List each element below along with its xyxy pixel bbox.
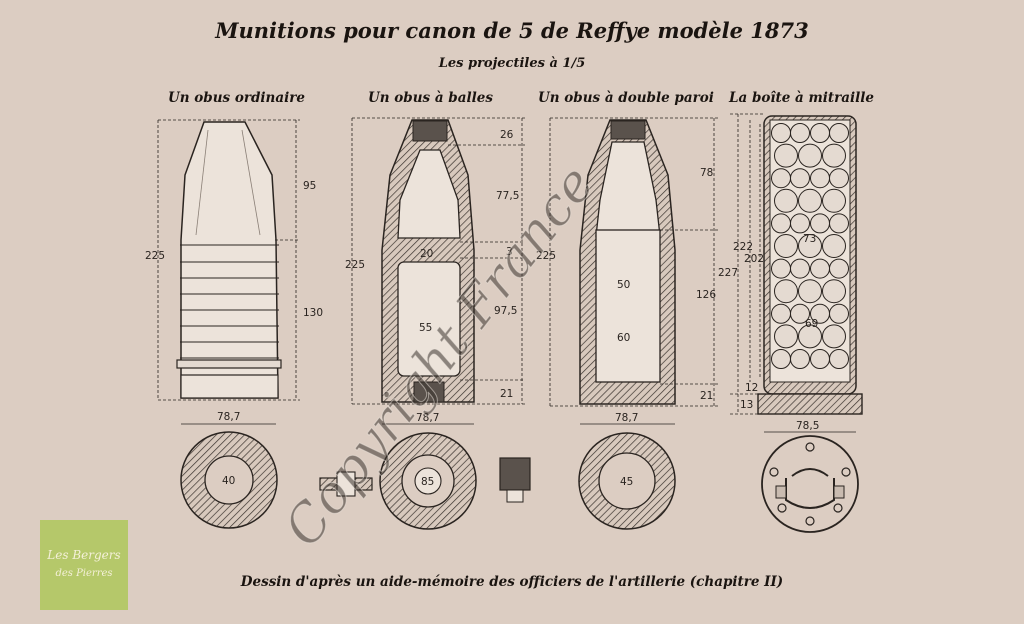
dim-balles-e: 21 [500,388,513,400]
canister-ball [774,279,798,304]
canister-ball [810,258,830,279]
canister-balls [771,123,849,369]
column-label-balles: Un obus à balles [368,90,493,106]
canister-ball [810,123,830,143]
dim-mitraille-n2: 69 [805,318,818,330]
column-label-double-paroi: Un obus à double paroi [538,90,714,106]
dim-balles-a: 26 [500,129,514,141]
column-label-mitraille: La boîte à mitraille [729,90,874,106]
canister-ball [810,213,830,234]
canister-ball [774,234,798,258]
dim-double-diameter: 78,7 [615,412,638,424]
canister-ball [774,143,798,168]
canister-ball [822,234,846,258]
page-title: Munitions pour canon de 5 de Reffye modè… [215,18,809,43]
dim-mitraille-c: 227 [718,267,738,279]
canister-ball [790,349,810,369]
canister-ball [774,188,798,213]
canister-ball [790,303,810,324]
dim-ordinaire-bore: 40 [222,475,235,487]
dim-double-inner2: 60 [617,332,630,344]
canister-ball [790,213,810,234]
dim-double-c: 21 [700,390,713,402]
dim-balles-d: 97,5 [494,305,517,317]
canister-ball [822,143,846,168]
canister-ball [829,303,849,324]
canister-ball [822,188,846,213]
dim-ordinaire-total: 225 [145,250,165,262]
dim-double-inner1: 50 [617,279,630,291]
dim-balles-diameter: 78,7 [416,412,439,424]
dim-mitraille-n1: 73 [803,233,816,245]
canister-ball [829,168,849,189]
dim-mitraille-b: 202 [744,253,764,265]
canister-ball [790,168,810,189]
logo-line2: des Pierres [55,568,113,579]
canister-ball [771,258,791,279]
canister-ball [822,324,846,349]
dim-mitraille-d: 12 [745,382,758,394]
dim-balles-c: 3 [506,246,513,258]
dim-balles-total: 225 [345,259,365,271]
dim-mitraille-a: 222 [733,241,753,253]
canister-ball [771,303,791,324]
canister-ball [798,234,822,258]
canister-ball [829,258,849,279]
dim-double-total: 225 [536,250,556,262]
canister-ball [798,188,822,213]
canister-ball [771,213,791,234]
dim-balles-inner1: 20 [420,248,433,260]
dim-balles-b: 77,5 [496,190,519,202]
canister-ball [771,349,791,369]
canister-ball [798,143,822,168]
canister-ball [829,213,849,234]
page-subtitle: Les projectiles à 1/5 [438,56,586,71]
dim-balles-inner2: 55 [419,322,432,334]
dim-double-b: 126 [696,289,716,301]
dim-balles-bore: 85 [421,476,434,488]
canister-ball [790,123,810,143]
dim-ordinaire-bottom: 130 [303,307,323,319]
dim-ordinaire-diameter: 78,7 [217,411,240,423]
canister-ball [771,123,791,143]
dim-double-bore: 45 [620,476,633,488]
footer-caption: Dessin d'après un aide-mémoire des offic… [240,574,784,590]
dim-mitraille-e: 13 [740,399,753,411]
canister-ball [810,168,830,189]
dim-double-a: 78 [700,167,713,179]
logo: Les Bergers des Pierres [40,520,128,610]
dim-mitraille-diameter: 78,5 [796,420,819,432]
shell-ordinaire: 225 95 130 78,7 40 [145,119,323,529]
column-label-ordinaire: Un obus ordinaire [168,90,305,106]
logo-line1: Les Bergers [47,548,121,562]
canister-ball [810,349,830,369]
canister-ball [798,324,822,349]
canister-ball [822,279,846,304]
dim-ordinaire-top: 95 [303,180,316,192]
canister-ball [774,324,798,349]
canister-ball [798,279,822,304]
canister-ball [771,168,791,189]
canister-ball [829,123,849,143]
canister-mitraille: 222 202 227 12 13 73 69 78,5 [718,113,863,533]
canister-ball [790,258,810,279]
shell-balles: 225 26 77,5 3 97,5 21 20 55 78,7 85 [319,117,531,530]
canister-ball [829,349,849,369]
shell-double-paroi: 225 78 126 21 50 60 78,7 45 [536,117,718,530]
